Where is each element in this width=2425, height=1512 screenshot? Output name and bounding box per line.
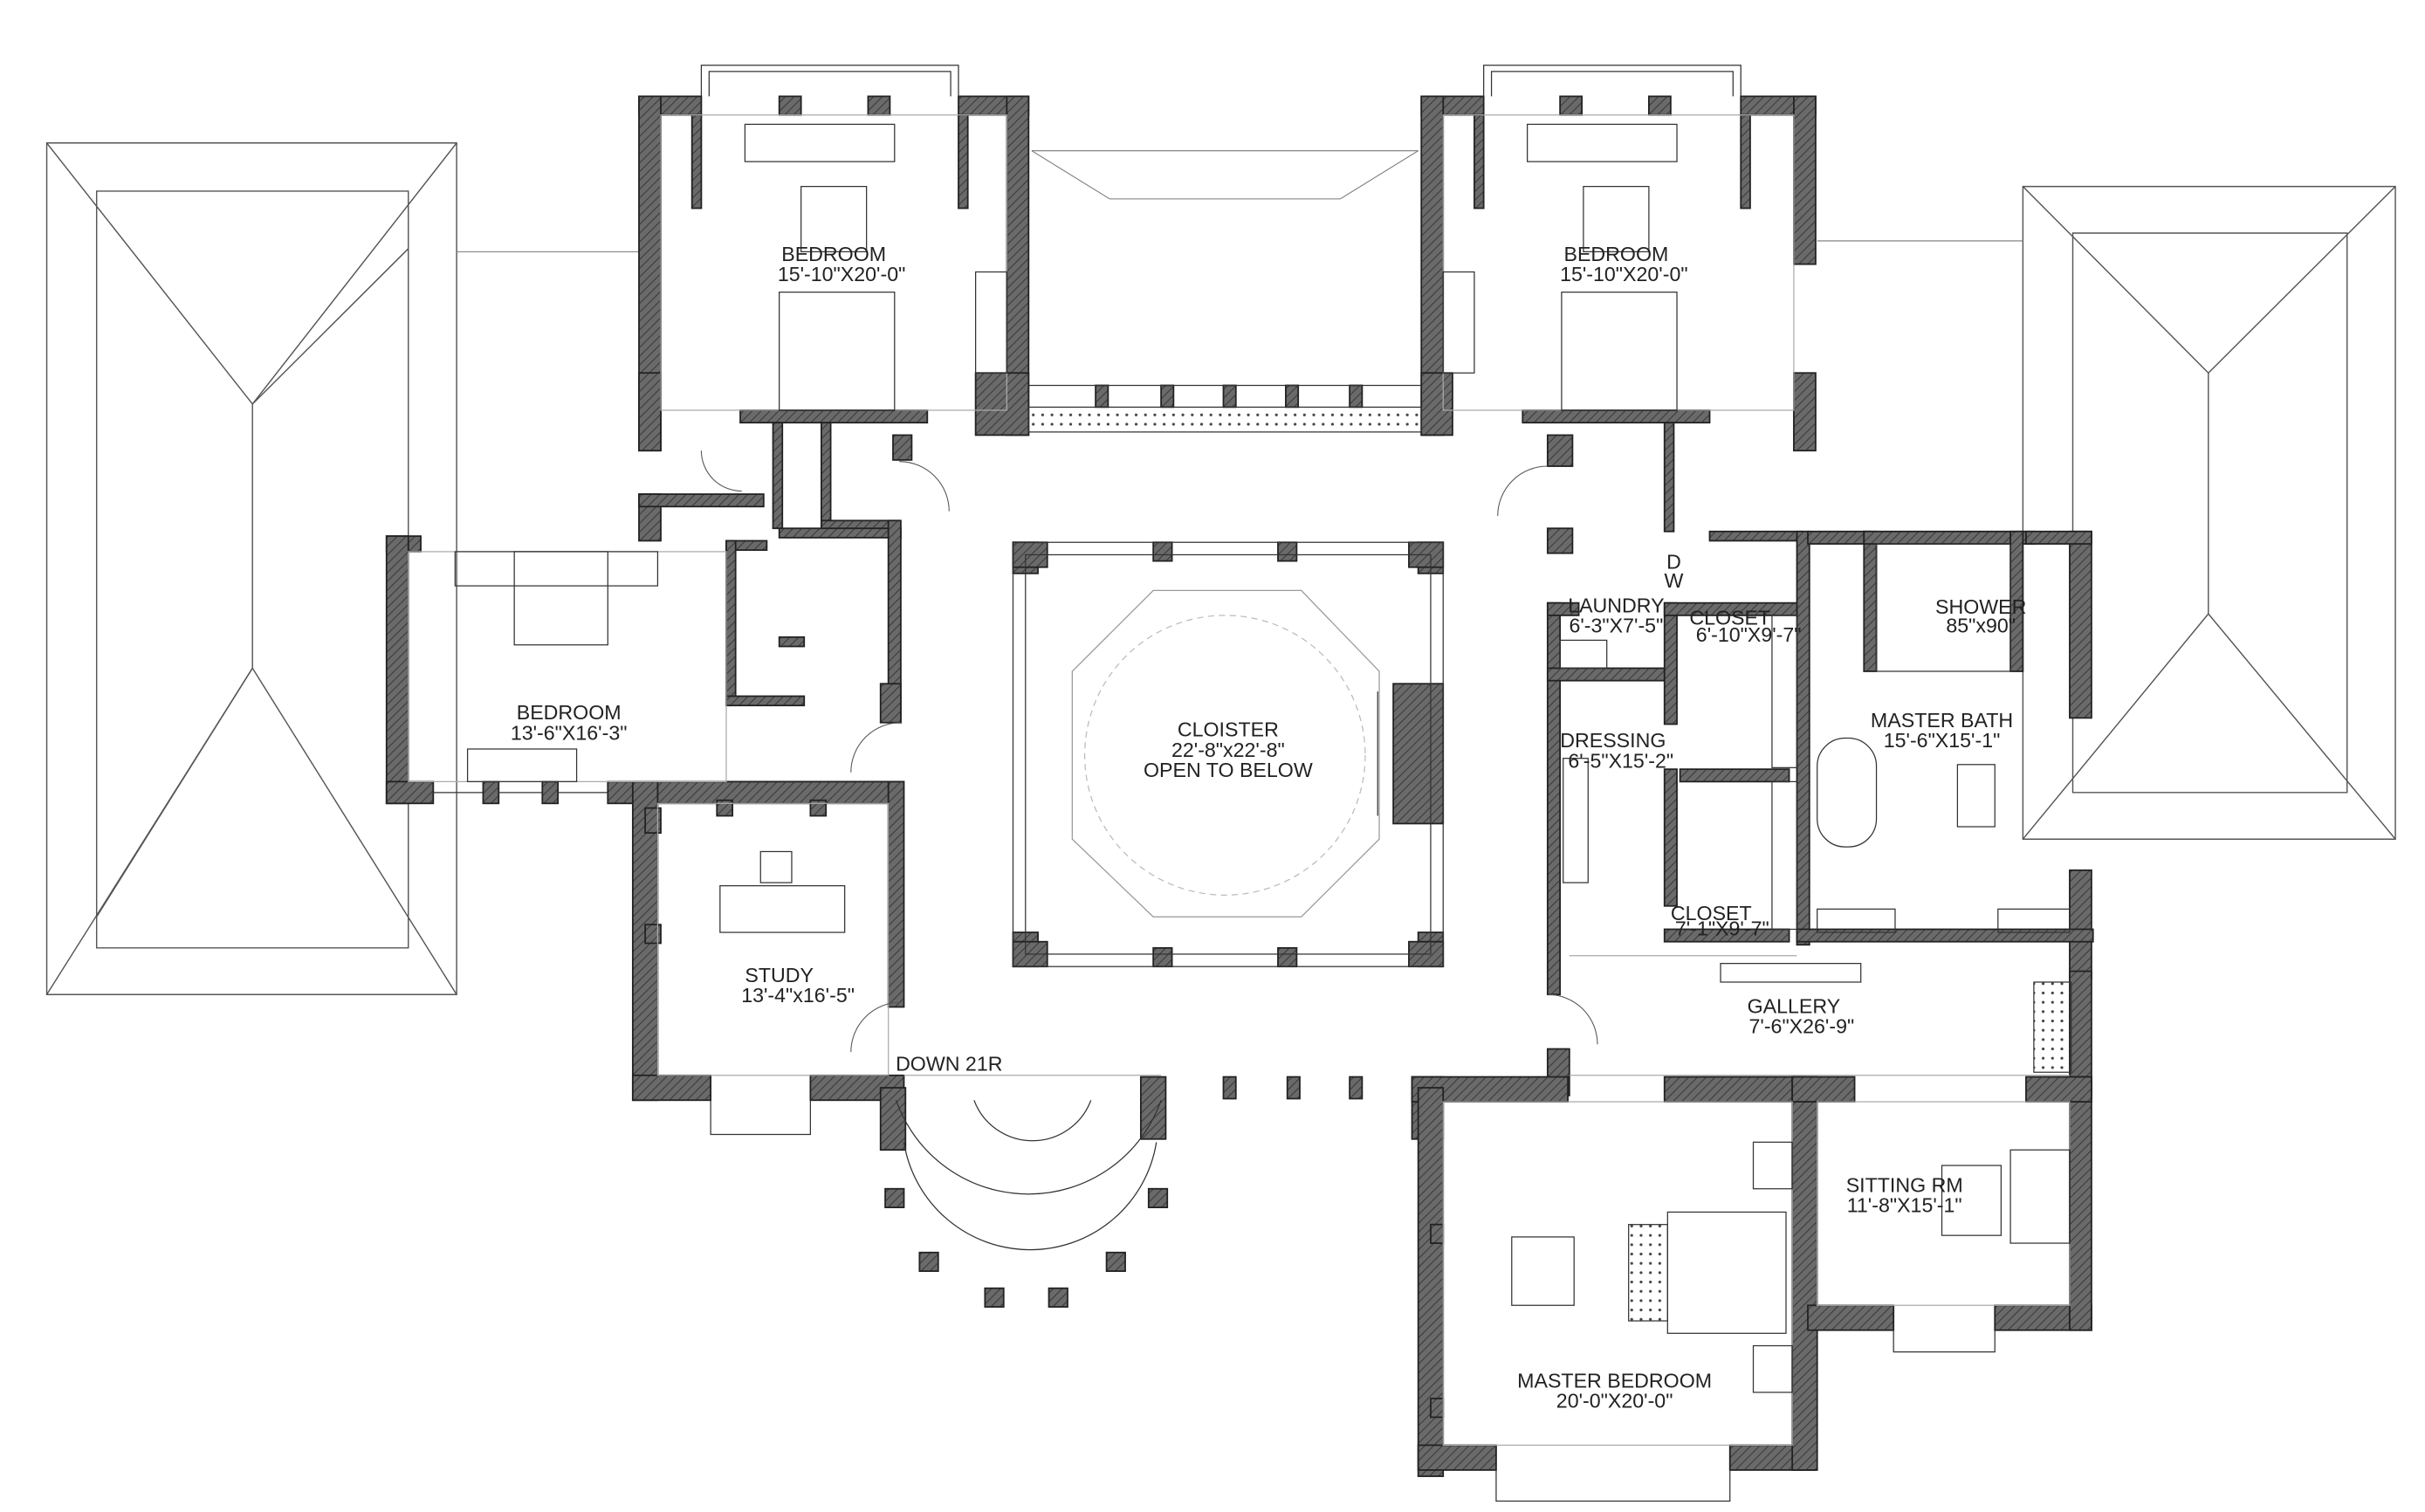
door-swings bbox=[700, 450, 1598, 1053]
room-label-master-bedroom: MASTER BEDROOM bbox=[1517, 1370, 1712, 1392]
room-dims-closet-2: 7'-1"X9'-7" bbox=[1675, 918, 1769, 940]
room-label-laundry: LAUNDRY bbox=[1568, 594, 1664, 616]
dw-label-d: D bbox=[1666, 551, 1681, 574]
room-dims-master-bedroom: 20'-0"X20'-0" bbox=[1556, 1390, 1673, 1412]
room-label-closet-2: CLOSET bbox=[1671, 902, 1752, 924]
room-dims-cloister: 22'-8"x22'-8" bbox=[1171, 739, 1285, 761]
room-label-bedroom-nw: BEDROOM bbox=[781, 243, 886, 265]
room-dims-bedroom-ne: 15'-10"X20'-0" bbox=[1560, 263, 1688, 285]
room-label-closet-1: CLOSET bbox=[1689, 607, 1770, 629]
room-dims-dressing: 6'-5"X15'-2" bbox=[1568, 749, 1673, 772]
dw-label-w: W bbox=[1665, 569, 1684, 592]
room-dims-study: 13'-4"x16'-5" bbox=[741, 984, 855, 1007]
room-dims-closet-1: 6'-10"X9'-7" bbox=[1696, 623, 1802, 646]
room-note-cloister: OPEN TO BELOW bbox=[1144, 759, 1313, 781]
room-dims-laundry: 6'-3"X7'-5" bbox=[1569, 615, 1663, 637]
roof-east bbox=[2022, 185, 2396, 840]
roof-center bbox=[457, 150, 2023, 252]
room-label-master-bath: MASTER BATH bbox=[1871, 709, 2013, 732]
room-label-shower: SHOWER bbox=[1935, 595, 2026, 618]
walls bbox=[385, 95, 2094, 1477]
room-label-study: STUDY bbox=[745, 964, 814, 986]
room-labels: BEDROOM 15'-10"X20'-0" BEDROOM 15'-10"X2… bbox=[511, 243, 2027, 1412]
room-label-bedroom-w: BEDROOM bbox=[517, 701, 622, 724]
room-label-cloister: CLOISTER bbox=[1178, 718, 1279, 741]
stair-label: DOWN 21R bbox=[896, 1052, 1002, 1075]
room-dims-gallery: 7'-6"X26'-9" bbox=[1748, 1015, 1854, 1038]
thin-lines bbox=[408, 65, 2072, 1502]
roof-west bbox=[45, 142, 457, 995]
room-dims-bedroom-w: 13'-6"X16'-3" bbox=[511, 721, 628, 744]
room-dims-sitting-rm: 11'-8"X15'-1" bbox=[1847, 1193, 1962, 1216]
room-label-bedroom-ne: BEDROOM bbox=[1563, 243, 1668, 265]
room-dims-bedroom-nw: 15'-10"X20'-0" bbox=[778, 263, 906, 285]
room-dims-master-bath: 15'-6"X15'-1" bbox=[1884, 729, 2001, 752]
room-label-dressing: DRESSING bbox=[1560, 729, 1666, 752]
room-label-sitting-rm: SITTING RM bbox=[1846, 1173, 1963, 1196]
room-dims-shower: 85"x90" bbox=[1946, 615, 2016, 637]
room-label-gallery: GALLERY bbox=[1748, 995, 1841, 1018]
